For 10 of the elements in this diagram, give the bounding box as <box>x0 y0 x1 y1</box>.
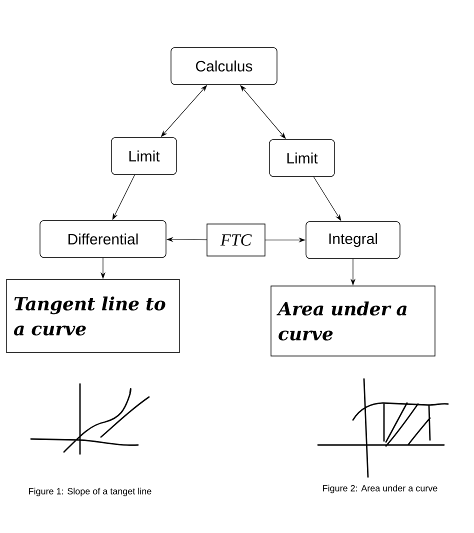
figure-caption: Figure 2: Area under a curve <box>323 484 438 494</box>
concept-box: Limit <box>269 139 335 177</box>
concept-box: Calculus <box>170 47 278 85</box>
concept-box: Limit <box>111 137 177 175</box>
text-box: Area under a curve <box>270 286 436 356</box>
label-box: FTC <box>206 224 266 256</box>
concept-box: Integral <box>306 221 400 259</box>
concept-box: Differential <box>40 220 166 258</box>
figure-caption: Figure 1: Slope of a tanget line <box>29 488 152 496</box>
text-box: Tangent line to a curve <box>6 279 180 353</box>
